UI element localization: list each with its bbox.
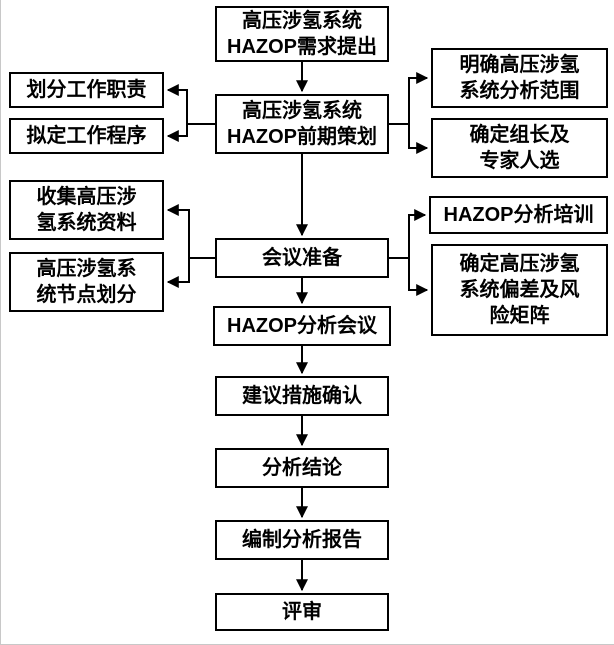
node-hazop-pre-planning: 高压涉氢系统 HAZOP前期策划: [215, 94, 389, 154]
node-collect-data: 收集高压涉 氢系统资料: [9, 180, 164, 240]
node-measures-confirm: 建议措施确认: [215, 376, 389, 416]
connector-planning-to-duties: [166, 84, 215, 125]
node-divide-duties: 划分工作职责: [9, 72, 164, 108]
node-hazop-meeting: HAZOP分析会议: [213, 306, 391, 346]
node-analysis-scope: 明确高压涉氢 系统分析范围: [431, 48, 608, 108]
node-leader-experts: 确定组长及 专家人选: [431, 118, 608, 178]
connector-planning-to-leader: [389, 123, 429, 154]
node-review: 评审: [215, 593, 389, 631]
node-hazop-demand: 高压涉氢系统 HAZOP需求提出: [215, 6, 389, 62]
node-analysis-conclusion: 分析结论: [215, 448, 389, 488]
node-compile-report: 编制分析报告: [215, 520, 389, 560]
connector-meeting-prep-to-deviation: [389, 257, 429, 296]
node-hazop-training: HAZOP分析培训: [429, 196, 608, 234]
node-meeting-preparation: 会议准备: [215, 238, 389, 278]
node-deviation-matrix: 确定高压涉氢 系统偏差及风 险矩阵: [431, 244, 608, 336]
node-work-procedure: 拟定工作程序: [9, 118, 164, 154]
connector-meeting-prep-to-collect: [166, 204, 215, 259]
connector-planning-to-scope: [389, 72, 429, 125]
connector-meeting-prep-to-node-division: [166, 257, 215, 288]
connector-meeting-prep-to-training: [389, 209, 427, 259]
connector-planning-to-procedure: [166, 123, 215, 142]
node-node-division: 高压涉氢系 统节点划分: [9, 252, 164, 312]
